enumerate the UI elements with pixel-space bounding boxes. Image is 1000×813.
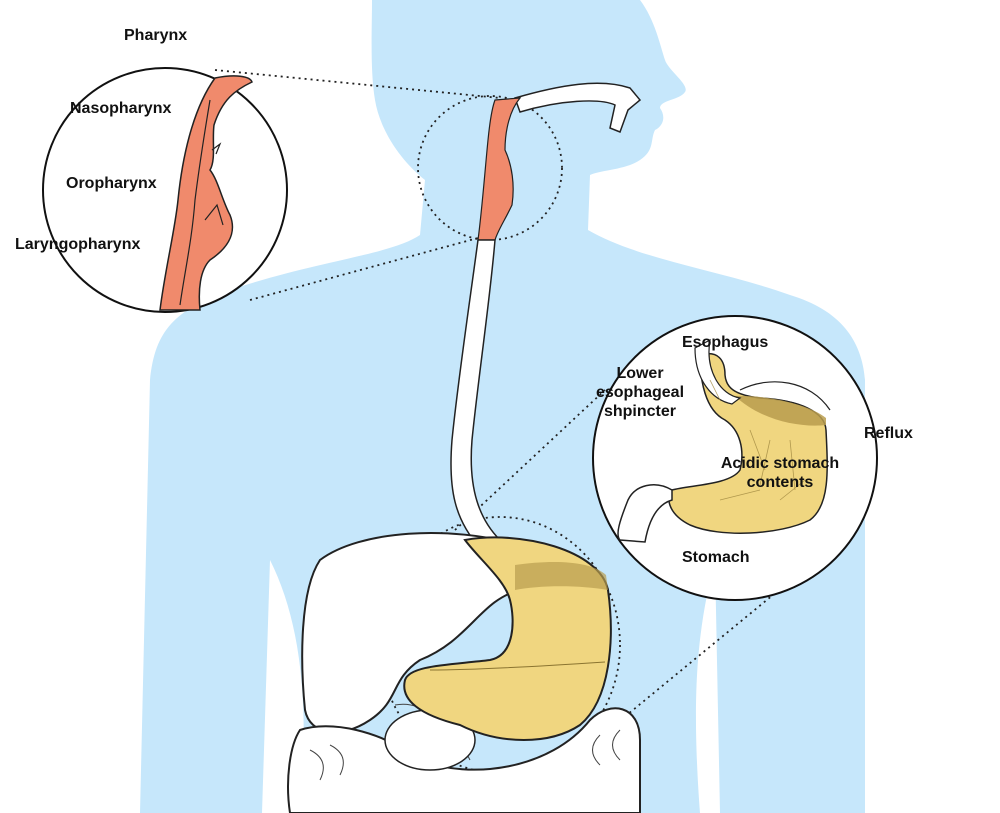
acid-line-1: Acidic stomach: [720, 455, 840, 472]
pharynx-inset-circle: [42, 67, 288, 313]
large-intestine: [287, 707, 641, 813]
label-lower-esophageal-sphincter: Lower esophageal shpincter: [580, 364, 700, 421]
pharynx-inset-shape: [159, 75, 253, 311]
label-esophagus: Esophagus: [682, 334, 769, 351]
pharynx-small: [477, 97, 522, 241]
label-oropharynx: Oropharynx: [66, 175, 157, 192]
label-nasopharynx: Nasopharynx: [70, 100, 172, 117]
label-laryngopharynx: Laryngopharynx: [15, 236, 141, 253]
duodenum: [617, 484, 673, 543]
label-acidic-stomach-contents: Acidic stomach contents: [710, 454, 850, 492]
acid-line-2: contents: [746, 474, 814, 491]
les-line-3: shpincter: [603, 403, 676, 420]
label-reflux: Reflux: [864, 425, 913, 442]
label-stomach: Stomach: [682, 549, 750, 566]
stomach-inset-shape: [668, 353, 828, 534]
label-pharynx: Pharynx: [124, 27, 188, 44]
stomach-inset-circle: [592, 315, 878, 601]
les-line-2: esophageal: [595, 384, 685, 401]
nasal-cavity: [514, 82, 642, 133]
les-line-1: Lower: [616, 365, 664, 382]
